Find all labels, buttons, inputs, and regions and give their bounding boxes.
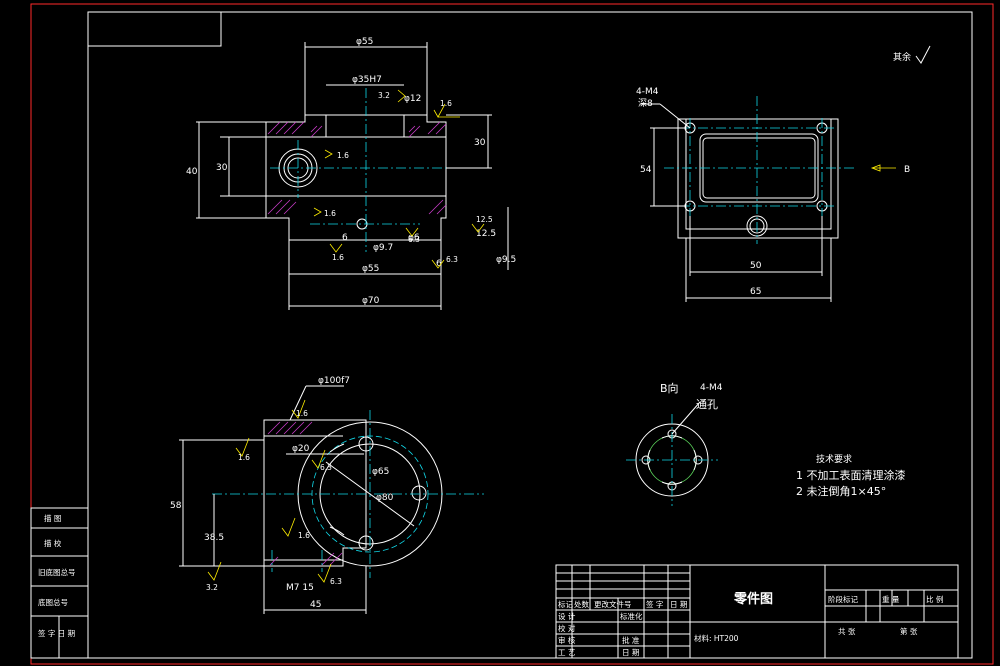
tb-material: 材料: HT200 (694, 633, 739, 643)
sv-dim-8: M7 15 (286, 583, 314, 593)
fv-dim-4: φ55 (362, 264, 379, 274)
tb-row-2: 校 对 (558, 623, 576, 633)
left-strip: 描 图 描 校 旧底图总号 底图总号 签 字 日 期 (30, 507, 89, 659)
fv-dim-9: 6 (342, 233, 348, 243)
fv-dim-3: φ70 (362, 296, 380, 306)
sv-dim-2: φ20 (292, 444, 310, 454)
tb-col-5: 日 期 (670, 600, 687, 609)
fv-dim-12: φ9.5 (496, 255, 516, 265)
fv-rough-6: 12.5 (476, 215, 493, 224)
fv-dim-2: φ35H7 (352, 75, 382, 85)
tb-stage: 阶段标记 (828, 594, 858, 604)
sv-rough-1: 1.6 (238, 453, 250, 462)
tb-date: 日 期 (622, 648, 639, 657)
tb-sheet-num: 第 张 (900, 626, 918, 636)
rv-depth: 深8 (638, 98, 653, 109)
section-view: φ100f7 φ20 58 38.5 φ65 φ80 45 M7 15 1.6 … (170, 376, 484, 614)
fv-dim-1: φ55 (356, 37, 373, 47)
fv-dim-7: 30 (216, 163, 228, 173)
tb-row-1: 设 计 (558, 611, 576, 621)
b-view: B向 4-M4 通孔 (626, 381, 723, 506)
rv-arrow-label: B (904, 165, 910, 175)
sv-dim-6: φ80 (376, 493, 394, 503)
fv-dim-10: 6 (436, 259, 442, 269)
tb-sheets-total: 共 张 (838, 627, 856, 636)
inner-border (87, 11, 973, 659)
outer-border (30, 3, 994, 665)
strip-label-5: 签 字 日 期 (38, 628, 75, 638)
sv-rough-6: 3.2 (206, 583, 218, 592)
tech-item-1: 1 不加工表面清理涂漆 (796, 468, 906, 482)
right-view: 4-M4 深8 54 50 65 B (636, 87, 910, 302)
rv-dim-1: 54 (640, 165, 652, 175)
bv-through: 通孔 (696, 398, 718, 411)
fv-rough-1: 1.6 (440, 99, 452, 108)
tb-row-3: 审 核 (558, 635, 576, 645)
fv-dim-5: φ9.7 (373, 243, 393, 253)
rv-dim-2: 50 (750, 261, 762, 271)
sv-dim-1: φ100f7 (318, 376, 350, 386)
sv-rough-2: 1.6 (296, 409, 308, 418)
strip-label-3: 旧底图总号 (38, 567, 76, 577)
strip-label-1: 描 图 (44, 513, 61, 523)
sv-dim-7: 45 (310, 600, 321, 610)
fv-dim-8: 30 (474, 138, 486, 148)
fv-rough-8: 3.2 (378, 91, 390, 100)
tb-scale: 比 例 (926, 594, 943, 604)
fv-dim-13: φ12 (404, 94, 421, 104)
sv-dim-4: 38.5 (204, 533, 224, 543)
tb-weight: 重 量 (882, 595, 900, 604)
strip-label-4: 底图总号 (38, 597, 68, 607)
fv-rough-5: 6.3 (446, 255, 458, 264)
tb-col-1: 标记 (558, 599, 573, 609)
tech-title: 技术要求 (816, 453, 852, 465)
fv-dim-11: 12.5 (476, 229, 496, 239)
title-block: 零件图 标记 处数 更改文件号 签 字 日 期 设 计 校 对 审 核 工 艺 … (555, 564, 959, 659)
rv-holes: 4-M4 (636, 87, 659, 97)
rv-dim-3: 65 (750, 287, 761, 297)
fv-rough-7: 1.6 (332, 253, 344, 262)
tb-part-name: 零件图 (733, 591, 773, 607)
tech-requirements: 技术要求 1 不加工表面清理涂漆 2 未注倒角1×45° (796, 453, 906, 498)
sv-rough-3: 1.6 (298, 531, 310, 540)
stamp-box (87, 11, 222, 47)
tb-standardized: 标准化 (620, 611, 643, 621)
front-view: φ55 φ35H7 φ70 φ55 φ9.7 40 30 30 6 6 12.5… (186, 37, 516, 310)
fv-dim-6: 40 (186, 167, 198, 177)
tb-col-4: 签 字 (646, 599, 663, 609)
tb-col-3: 更改文件号 (594, 599, 632, 609)
bv-label: B向 (660, 381, 679, 395)
fv-rough-2: 1.6 (337, 151, 349, 160)
tech-item-2: 2 未注倒角1×45° (796, 484, 886, 498)
sv-rough-5: 6.3 (330, 577, 342, 586)
sv-rough-4: 6.3 (320, 463, 332, 472)
svg-text:其余: 其余 (893, 51, 911, 63)
fv-dim-14: φ6 (408, 233, 420, 243)
fv-rough-4: 6.3 (408, 235, 420, 244)
strip-label-2: 描 校 (44, 538, 62, 548)
roughness-note: 其余 (893, 45, 931, 64)
tb-row-4: 工 艺 (558, 648, 575, 657)
tb-approve: 批 准 (622, 635, 640, 645)
bv-holes: 4-M4 (700, 383, 723, 393)
tb-col-2: 处数 (574, 599, 589, 609)
sv-dim-5: φ65 (372, 467, 389, 477)
fv-rough-3: 1.6 (324, 209, 336, 218)
sv-dim-3: 58 (170, 501, 182, 511)
